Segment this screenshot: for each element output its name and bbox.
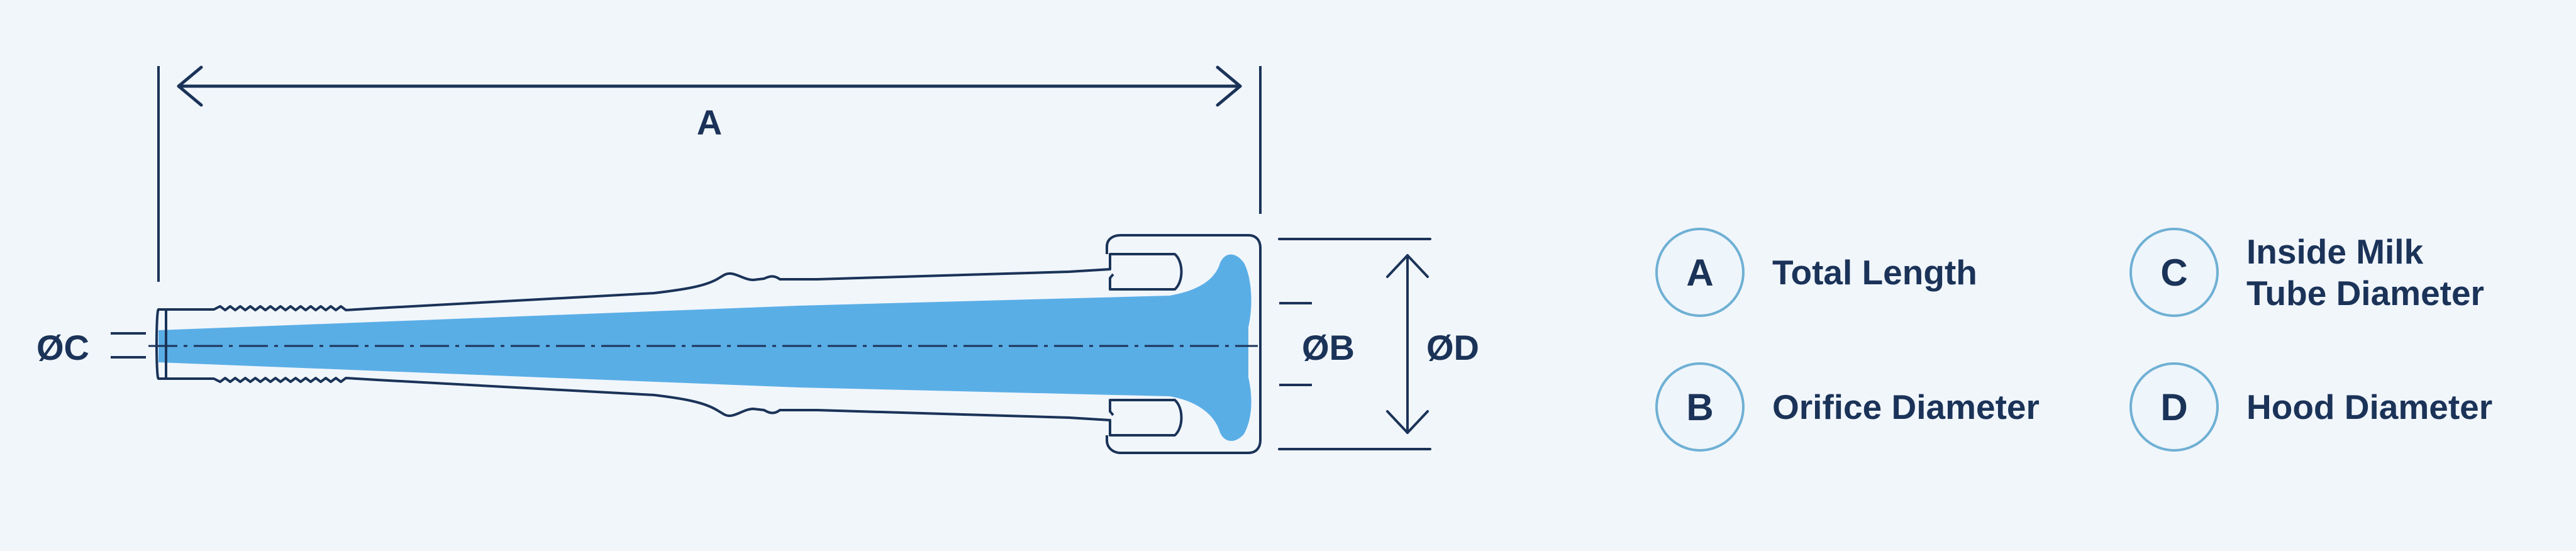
dimension-b-marker [1279, 302, 1312, 386]
dimension-d-arrow [1278, 238, 1431, 450]
legend-item-inside-milk-tube-diameter: C Inside Milk Tube Diameter [2129, 228, 2484, 317]
legend-label-inside-milk-tube-diameter: Inside Milk Tube Diameter [2246, 231, 2484, 314]
liner-outline [155, 234, 1262, 454]
liner-interior-fill [158, 254, 1252, 442]
legend-label-orifice-diameter: Orifice Diameter [1772, 387, 2040, 426]
legend-label-line-2: Tube Diameter [2246, 274, 2484, 313]
dimension-c-marker [111, 332, 146, 359]
legend-label-total-length: Total Length [1772, 253, 1977, 292]
dimension-d-label: ØD [1426, 328, 1479, 367]
legend-label-line-1: Inside Milk [2246, 232, 2424, 271]
legend-item-orifice-diameter: B Orifice Diameter [1655, 362, 2040, 452]
legend-label-hood-diameter: Hood Diameter [2246, 387, 2493, 426]
dimension-c-label: ØC [36, 328, 89, 367]
legend-badge-c: C [2129, 228, 2219, 317]
legend-badge-b: B [1655, 362, 1745, 452]
dimension-b-label: ØB [1302, 328, 1355, 367]
legend-item-hood-diameter: D Hood Diameter [2129, 362, 2492, 452]
dimension-a-arrow [177, 65, 1242, 107]
legend-badge-d: D [2129, 362, 2219, 452]
dimension-a-label: A [697, 103, 722, 142]
legend-item-total-length: A Total Length [1655, 228, 1977, 317]
teat-liner-diagram: A ØC ØB ØD [36, 65, 1479, 454]
legend-badge-a: A [1655, 228, 1745, 317]
